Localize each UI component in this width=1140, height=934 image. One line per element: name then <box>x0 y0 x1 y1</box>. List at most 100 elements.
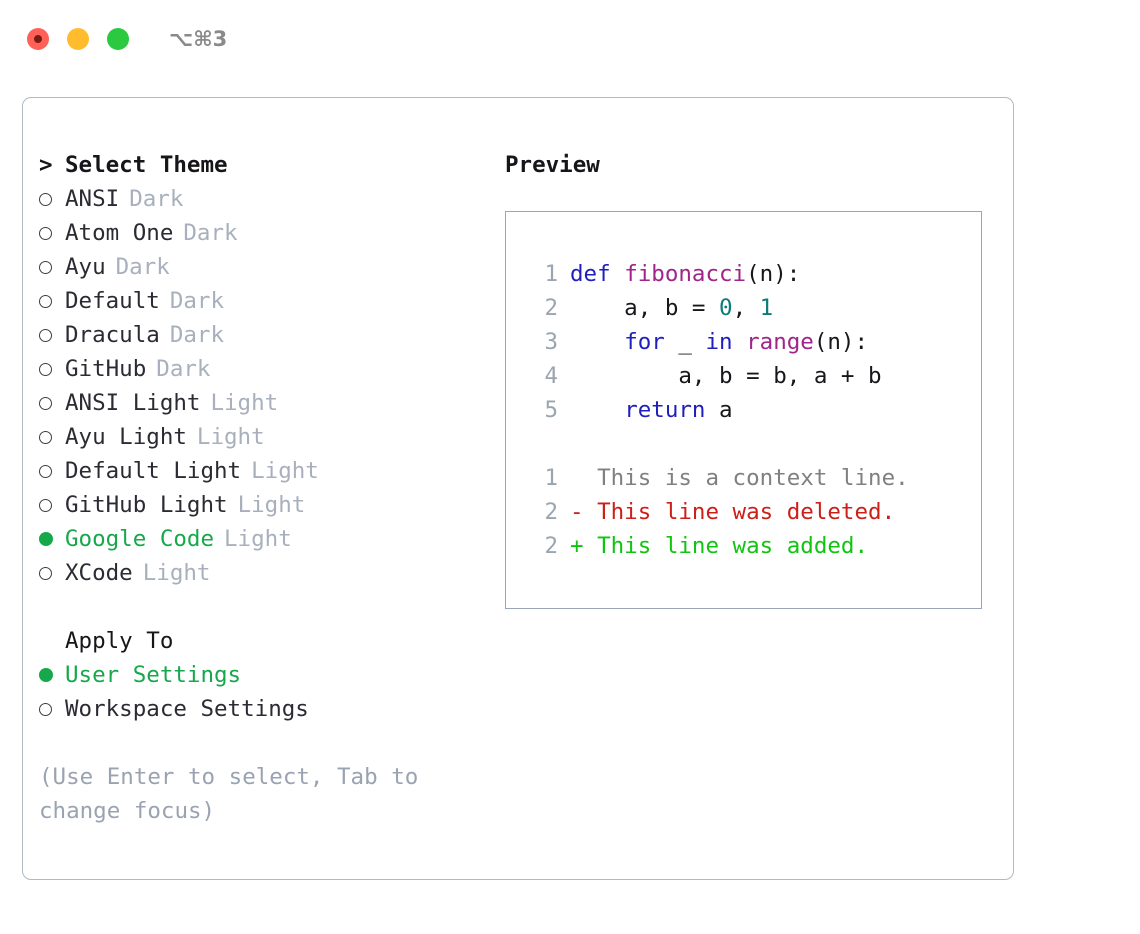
apply-to-option-workspace-settings[interactable]: Workspace Settings <box>39 692 493 726</box>
radio-glyph <box>39 702 52 716</box>
radio-unselected-icon <box>39 328 65 342</box>
theme-option-ansi-light[interactable]: ANSI Light Light <box>39 386 493 420</box>
code-line: 1 def fibonacci(n): <box>528 257 981 291</box>
diff-marker: - <box>570 499 598 525</box>
diff-line-add: 2+ This line was added. <box>528 529 981 563</box>
code-token-kw: for <box>624 329 665 355</box>
code-line-number: 2 <box>544 295 558 321</box>
radio-glyph <box>39 532 53 546</box>
code-token-def <box>733 329 747 355</box>
code-line: 4 a, b = b, a + b <box>528 359 981 393</box>
radio-unselected-icon <box>39 294 65 308</box>
theme-option-label: ANSI <box>65 186 120 212</box>
radio-glyph <box>39 192 52 206</box>
apply-to-option-user-settings[interactable]: User Settings <box>39 658 493 692</box>
radio-glyph <box>39 464 52 478</box>
code-line: 3 for _ in range(n): <box>528 325 981 359</box>
list-spacer <box>39 590 493 624</box>
code-line-text: def fibonacci(n): <box>570 257 800 291</box>
radio-unselected-icon <box>39 566 65 580</box>
theme-option-label: GitHub Light <box>65 492 228 518</box>
diff-line-text: - This line was deleted. <box>570 495 895 529</box>
radio-glyph <box>39 396 52 410</box>
code-line-number: 1 <box>544 261 558 287</box>
theme-option-default-light[interactable]: Default Light Light <box>39 454 493 488</box>
theme-option-category: Dark <box>115 254 170 280</box>
theme-option-label: Ayu Light <box>65 424 187 450</box>
keyboard-hint-text: (Use Enter to select, Tab to change focu… <box>39 764 432 824</box>
diff-line-del: 2- This line was deleted. <box>528 495 981 529</box>
code-token-def: a, b = <box>570 295 720 321</box>
code-token-kw: def <box>570 261 625 287</box>
diff-text: This line was deleted. <box>597 499 896 525</box>
select-theme-heading-label: Select Theme <box>65 152 228 178</box>
radio-unselected-icon <box>39 362 65 376</box>
code-diff-gap <box>528 427 981 461</box>
apply-to-option-label: User Settings <box>65 662 242 688</box>
radio-unselected-icon <box>39 498 65 512</box>
code-token-num: 1 <box>759 295 774 321</box>
close-button-icon[interactable] <box>27 28 49 50</box>
theme-option-category: Light <box>210 390 279 416</box>
diff-marker: + <box>570 533 598 559</box>
radio-unselected-icon <box>39 430 65 444</box>
radio-unselected-icon <box>39 396 65 410</box>
theme-option-category: Light <box>224 526 292 552</box>
radio-selected-icon <box>39 532 65 546</box>
diff-line-ctx: 1 This is a context line. <box>528 461 981 495</box>
caret-icon: > <box>39 152 53 178</box>
code-token-kw: return <box>624 397 706 423</box>
code-line-text: a, b = b, a + b <box>570 359 882 393</box>
code-token-def: (n): <box>746 261 801 287</box>
radio-glyph <box>39 498 52 512</box>
radio-unselected-icon <box>39 192 65 206</box>
code-line: 5 return a <box>528 393 981 427</box>
theme-option-label: Atom One <box>65 220 174 246</box>
diff-line-text: + This line was added. <box>570 529 868 563</box>
radio-glyph <box>39 294 52 308</box>
theme-option-category: Light <box>196 424 265 450</box>
code-token-def: (n): <box>813 329 869 355</box>
radio-glyph <box>39 566 52 580</box>
keyboard-shortcut-label: ⌥⌘3 <box>169 27 228 51</box>
theme-option-category: Dark <box>129 186 184 212</box>
radio-glyph <box>39 226 52 240</box>
minimize-button-icon[interactable] <box>67 28 89 50</box>
radio-glyph <box>39 668 53 682</box>
theme-option-label: GitHub <box>65 356 147 382</box>
theme-option-label: ANSI Light <box>65 390 201 416</box>
code-token-def: , <box>732 295 760 321</box>
select-theme-heading: > Select Theme <box>39 148 493 182</box>
code-token-def <box>570 397 624 423</box>
code-token-def: a, b = b, a + b <box>570 363 882 389</box>
theme-option-label: XCode <box>65 560 133 586</box>
radio-unselected-icon <box>39 702 65 716</box>
theme-option-ansi[interactable]: ANSI Dark <box>39 182 493 216</box>
maximize-button-icon[interactable] <box>107 28 129 50</box>
theme-option-ayu-light[interactable]: Ayu Light Light <box>39 420 493 454</box>
diff-line-number: 1 <box>544 465 558 491</box>
radio-glyph <box>39 328 52 342</box>
theme-option-label: Dracula <box>65 322 160 348</box>
theme-option-category: Dark <box>156 356 211 382</box>
preview-heading: Preview <box>505 152 600 178</box>
theme-option-github[interactable]: GitHub Dark <box>39 352 493 386</box>
code-token-def: a <box>705 397 733 423</box>
theme-option-category: Light <box>251 458 319 484</box>
code-token-def <box>570 329 624 355</box>
theme-option-label: Default Light <box>65 458 242 484</box>
apply-to-heading: Apply To <box>65 628 174 654</box>
